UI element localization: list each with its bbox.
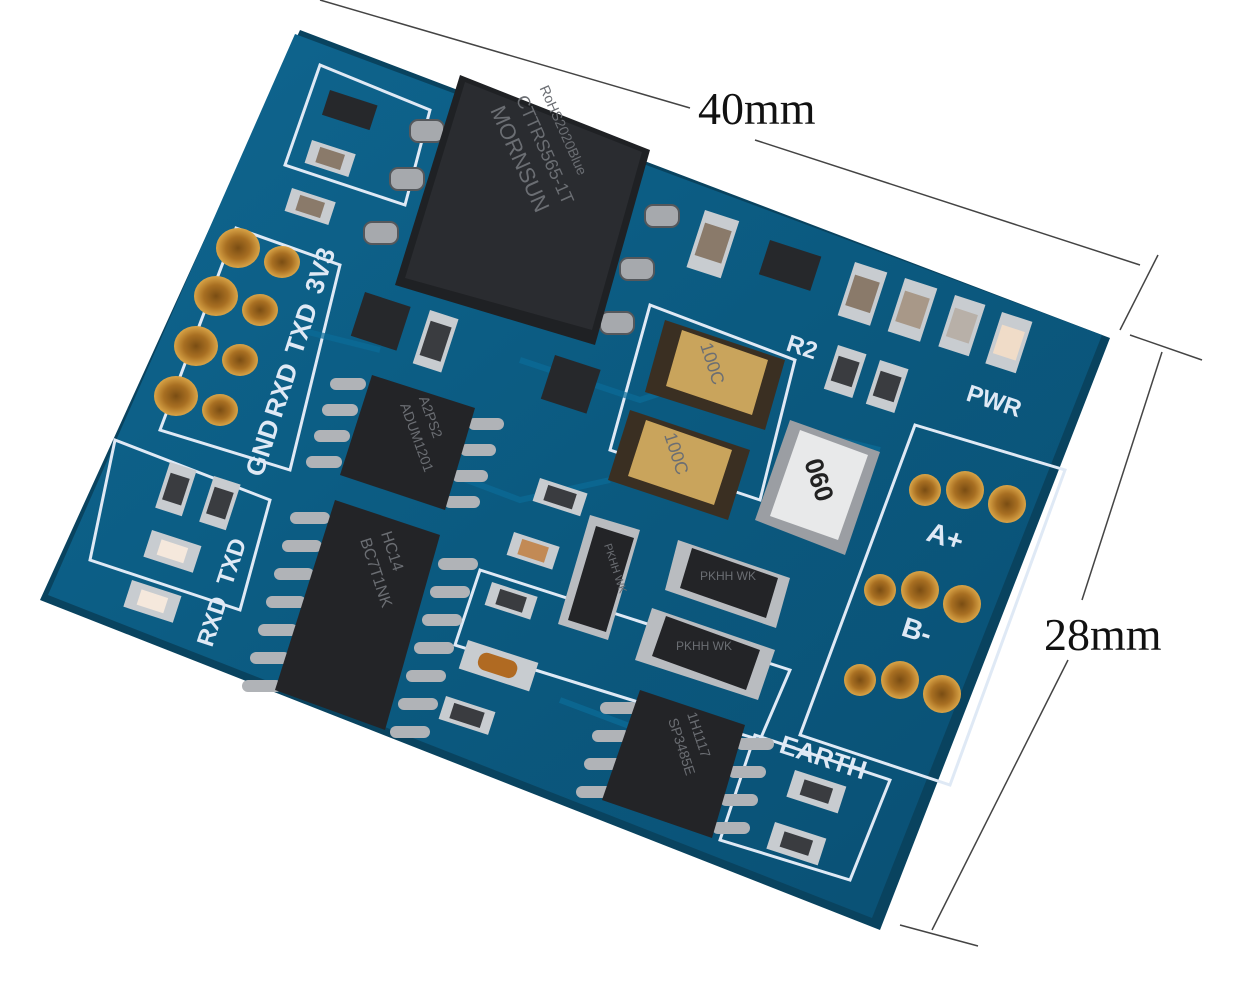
width-dimension-label: 40mm bbox=[692, 86, 822, 132]
tvs-3-text: PKHH WK bbox=[676, 639, 732, 653]
opto-chip: ADUM1201 A2PS2 bbox=[306, 375, 504, 510]
terminal-pads-right bbox=[844, 471, 1026, 713]
fuse-2: 100C bbox=[608, 410, 750, 520]
tvs-diode-2: PKHH WK bbox=[665, 540, 790, 628]
tvs-diode-1: PKHH WK bbox=[558, 515, 640, 640]
tvs-diode-3: PKHH WK bbox=[635, 608, 775, 700]
buffer-chip: BC7T1NK HC14 bbox=[242, 500, 478, 738]
inductor: 060 bbox=[755, 420, 880, 555]
fuse-1: 100C bbox=[645, 320, 785, 430]
tvs-2-text: PKHH WK bbox=[700, 569, 756, 583]
transformer-chip: MORNSUN CTTRS565-1T RoHS2020Blue bbox=[363, 75, 680, 345]
smd-components bbox=[123, 90, 1033, 866]
transceiver-chip: SP3485E 1H1117 bbox=[576, 690, 774, 838]
height-dimension-label: 28mm bbox=[1038, 612, 1168, 658]
header-pads-left bbox=[154, 228, 300, 426]
dimension-lines bbox=[319, 0, 1203, 947]
